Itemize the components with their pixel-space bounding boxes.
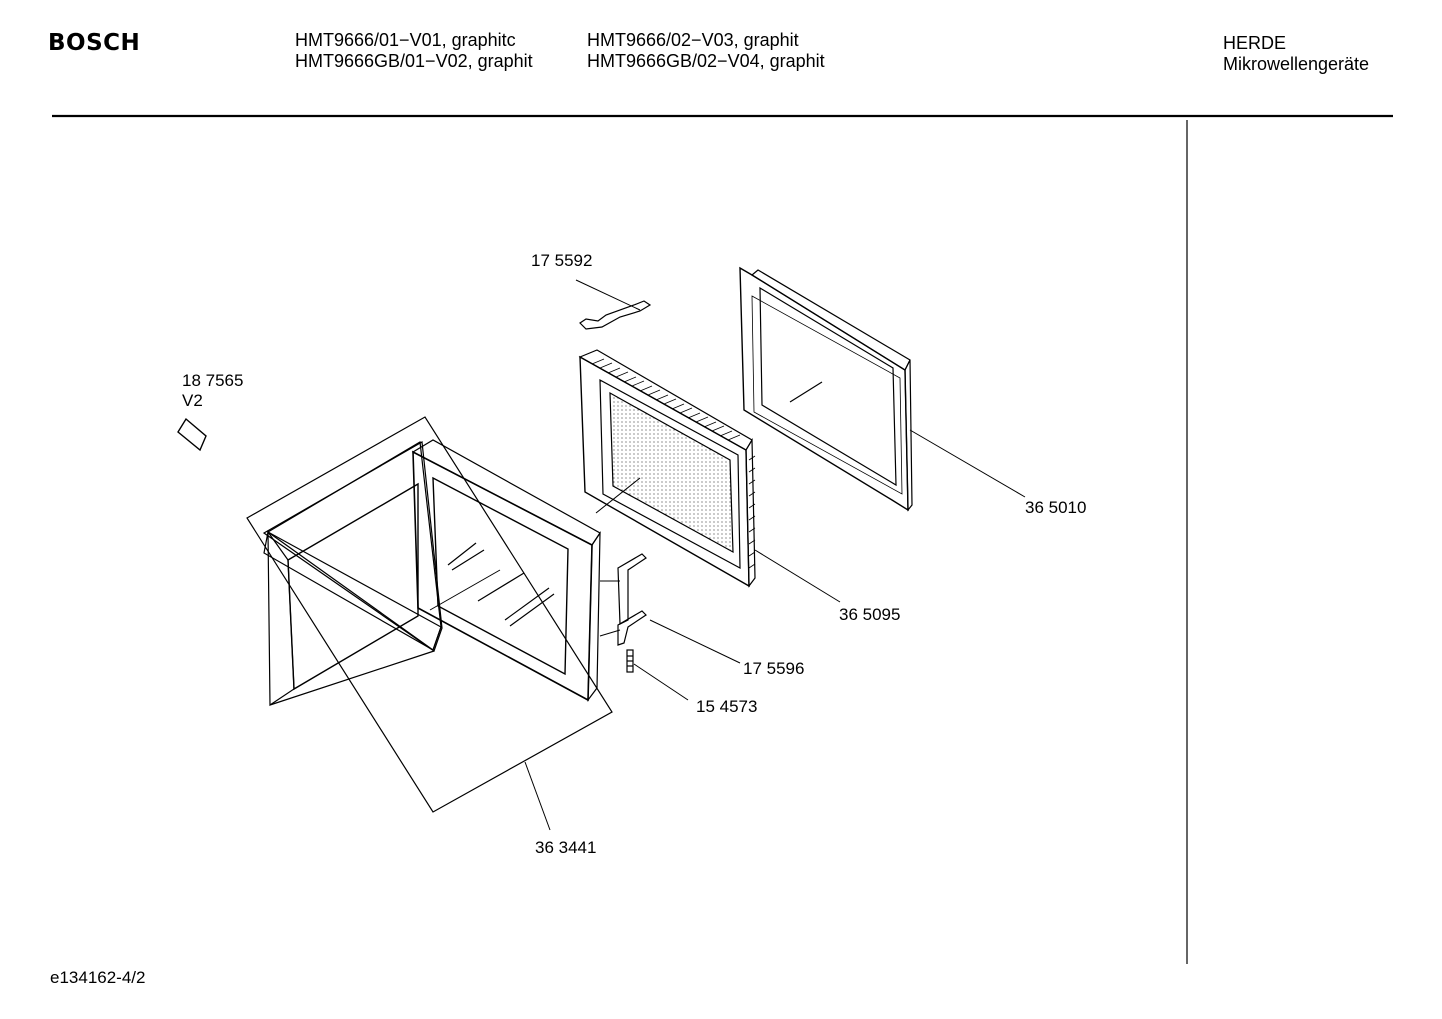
part-glass-frame: [411, 439, 601, 702]
callout-175596: 17 5596: [743, 659, 805, 678]
callout-365095: 36 5095: [839, 605, 901, 624]
part-hinge-175596: [617, 553, 647, 646]
part-inner-door-365095: [578, 349, 756, 588]
callout-363441: 36 3441: [535, 838, 597, 857]
category-line: HERDE: [1223, 33, 1287, 53]
brand-logo: BOSCH: [48, 30, 141, 56]
model-list-2: HMT9666/02−V03, graphit HMT9666GB/02−V04…: [587, 30, 825, 72]
category-block: HERDE Mikrowellengeräte: [1223, 33, 1369, 75]
model-line: HMT9666/01−V01, graphitc: [295, 30, 516, 50]
callout-175592: 17 5592: [531, 251, 593, 270]
callout-365010: 36 5010: [1025, 498, 1087, 517]
callout-187565-variant: V2: [182, 391, 203, 410]
drawing-id: e134162-4/2: [50, 968, 146, 987]
part-outer-door-363441: [246, 416, 613, 813]
category-line: Mikrowellengeräte: [1223, 54, 1370, 74]
model-line: HMT9666/02−V03, graphit: [587, 30, 799, 50]
part-label-187565: [177, 417, 207, 452]
model-line: HMT9666GB/02−V04, graphit: [587, 51, 825, 71]
model-line: HMT9666GB/01−V02, graphit: [295, 51, 533, 71]
callout-187565: 18 7565: [182, 371, 244, 390]
part-spring-154573: [626, 649, 634, 673]
part-bracket-175592: [579, 300, 652, 330]
part-rear-frame-365010: [739, 266, 913, 512]
callout-154573: 15 4573: [696, 697, 758, 716]
model-list-1: HMT9666/01−V01, graphitc HMT9666GB/01−V0…: [295, 30, 533, 72]
leader-lines: [429, 279, 1026, 831]
